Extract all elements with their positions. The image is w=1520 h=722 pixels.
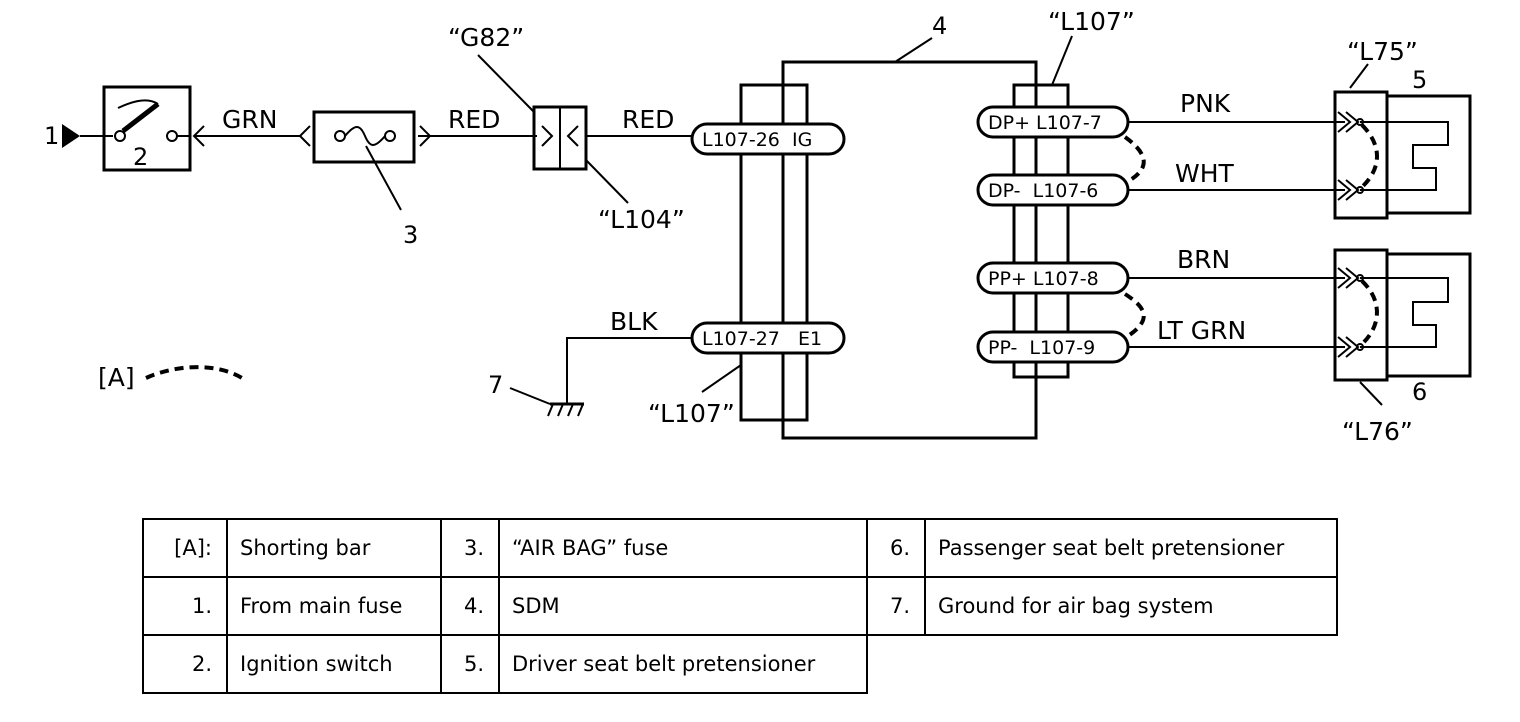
wire-wht: WHT [1128, 159, 1345, 191]
wire-label-pnk: PNK [1180, 89, 1231, 118]
connector-label-l107-bottom: “L107” [648, 399, 735, 428]
pin-label-pp-plus: PP+ L107-8 [988, 268, 1099, 290]
pin-pp-minus: PP- L107-9 [976, 330, 1130, 364]
wire-label-red-2: RED [622, 105, 674, 134]
connector-label-l107-top: “L107” [1048, 7, 1135, 36]
pin-label-pp-minus: PP- L107-9 [988, 337, 1095, 359]
legend-row: [A]: Shorting bar 3. “AIR BAG” fuse 6. P… [142, 518, 1338, 578]
legend-value: Ignition switch [226, 634, 442, 694]
legend-value: SDM [498, 576, 868, 636]
wire-pnk: PNK [1128, 89, 1345, 123]
callout-7: 7 [488, 371, 503, 399]
wire-grn: GRN [192, 105, 311, 147]
callout-1: 1 [44, 122, 59, 150]
wire-label-grn: GRN [222, 105, 277, 134]
legend-value: “AIR BAG” fuse [498, 518, 868, 578]
legend-key: 1. [142, 576, 228, 636]
ignition-switch: 2 [102, 85, 192, 172]
callout-2: 2 [133, 143, 148, 171]
shorting-bar-key: [A] [98, 363, 244, 392]
wire-blk: BLK [566, 307, 692, 404]
callout-a: [A] [98, 363, 135, 392]
ground-symbol: 7 [488, 371, 584, 417]
pin-label-dp-plus: DP+ L107-7 [988, 112, 1102, 134]
legend-key: [A]: [142, 518, 228, 578]
pin-label-dp-minus: DP- L107-6 [988, 180, 1098, 202]
connector-label-l76: “L76” [1342, 417, 1413, 446]
legend-key: 6. [866, 518, 926, 578]
sdm: 4 “L107” “L107” [648, 7, 1135, 440]
connector-g82-l104: “G82” “L104” [448, 23, 685, 234]
callout-6: 6 [1412, 378, 1427, 406]
pin-e1: L107-27 E1 [690, 321, 846, 355]
callout-5: 5 [1412, 66, 1427, 94]
passenger-pretensioner: “L76” 6 [1333, 248, 1472, 446]
callout-4: 4 [932, 12, 947, 40]
pin-label-e1: L107-27 E1 [702, 328, 822, 350]
pin-dp-minus: DP- L107-6 [976, 173, 1130, 207]
callout-3: 3 [403, 221, 418, 249]
legend-value: Shorting bar [226, 518, 442, 578]
legend-row: 2. Ignition switch 5. Driver seat belt p… [142, 634, 1337, 694]
wire-label-lt-grn: LT GRN [1157, 316, 1246, 345]
wire-red-sdm: RED [586, 105, 692, 137]
legend-table: [A]: Shorting bar 3. “AIR BAG” fuse 6. P… [142, 518, 1338, 694]
wire-label-brn: BRN [1177, 245, 1230, 274]
connector-label-l104: “L104” [598, 205, 685, 234]
legend-key: 2. [142, 634, 228, 694]
legend-value: Driver seat belt pretensioner [498, 634, 868, 694]
pin-ig: L107-26 IG [690, 122, 846, 156]
legend-key: 4. [440, 576, 500, 636]
wire-red-fuse: RED [418, 105, 537, 147]
main-fuse-feed: 1 [44, 122, 113, 150]
legend-row: 1. From main fuse 4. SDM 7. Ground for a… [142, 576, 1338, 636]
legend-key: 3. [440, 518, 500, 578]
pin-label-ig: L107-26 IG [702, 129, 812, 151]
legend-value: Ground for air bag system [924, 576, 1338, 636]
pin-dp-plus: DP+ L107-7 [976, 105, 1130, 139]
legend-empty-cell [867, 635, 1337, 693]
connector-label-l75: “L75” [1347, 37, 1418, 66]
connector-label-g82: “G82” [448, 23, 524, 52]
legend-value: Passenger seat belt pretensioner [924, 518, 1338, 578]
legend-value: From main fuse [226, 576, 442, 636]
wire-brn: BRN [1128, 245, 1345, 279]
wire-label-wht: WHT [1175, 159, 1235, 188]
wire-label-red-1: RED [448, 105, 500, 134]
legend-key: 5. [440, 634, 500, 694]
wire-label-blk: BLK [610, 307, 658, 336]
wire-lt-grn: LT GRN [1128, 316, 1345, 348]
shorting-bar-dp [1123, 135, 1146, 185]
air-bag-fuse: 3 [312, 110, 418, 249]
shorting-bar-pp [1123, 292, 1146, 340]
pin-pp-plus: PP+ L107-8 [976, 261, 1130, 295]
driver-pretensioner: “L75” 5 [1333, 37, 1472, 220]
legend-key: 7. [866, 576, 926, 636]
